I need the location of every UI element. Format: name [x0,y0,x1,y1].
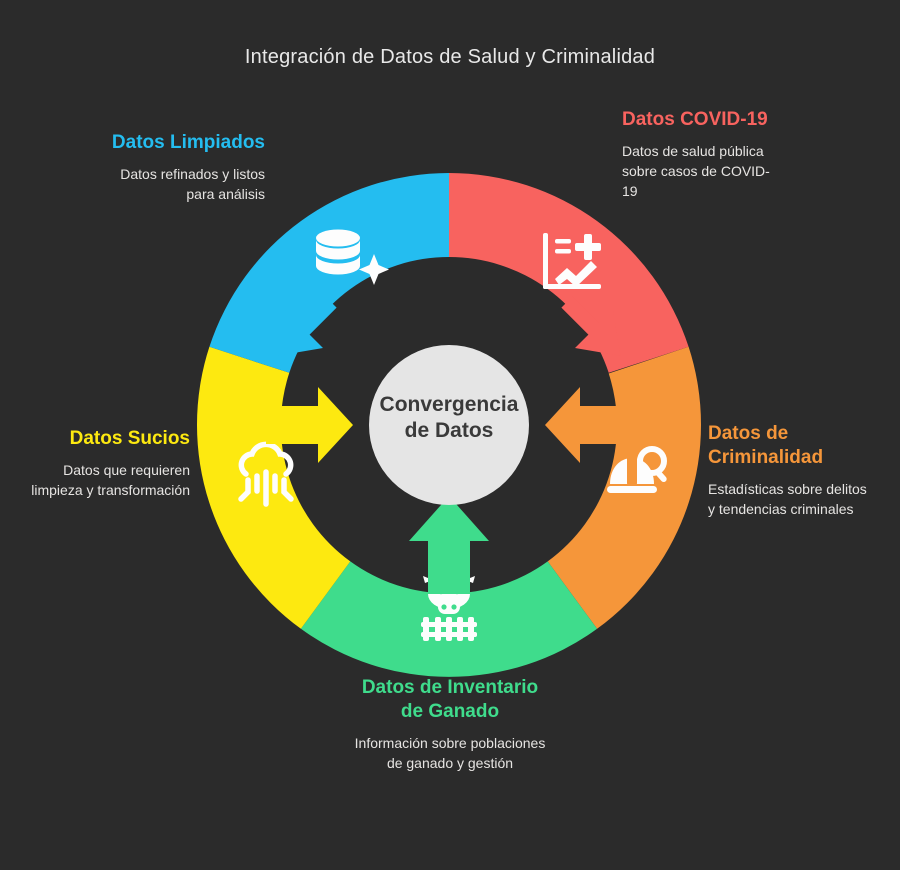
callout-covid-description: Datos de salud pública sobre casos de CO… [622,142,770,199]
callout-ganado[interactable]: Datos de Inventario de Ganado Informació… [350,676,550,774]
arrow-sucios [266,387,353,463]
callout-ganado-description: Información sobre poblaciones de ganado … [354,734,546,771]
center-hub-label-line2: de Datos [405,419,494,442]
health-chart-icon [543,233,601,289]
callout-crime-title: Datos de Criminalidad [708,423,824,468]
segment-covid[interactable] [449,173,689,373]
callout-limpios-description: Datos refinados y listos para análisis [120,165,265,202]
callout-ganado-title: Datos de Inventario de Ganado [361,677,539,722]
callout-crime-description: Estadísticas sobre delitos y tendencias … [708,480,867,517]
center-hub-label-line1: Convergencia [380,393,519,416]
cloud-data-icon [238,441,294,507]
callout-covid[interactable]: Datos COVID-19 Datos de salud pública so… [622,108,772,202]
callout-sucios-title: Datos Sucios [69,428,190,449]
database-sparkle-icon [316,229,389,285]
callout-sucios-description: Datos que requieren limpieza y transform… [31,461,190,498]
segment-crime[interactable] [547,346,702,629]
helmet-search-icon [607,446,667,493]
arrow-ganado [409,496,489,594]
callout-crime[interactable]: Datos de Criminalidad Estadísticas sobre… [708,422,873,520]
arrow-crime [545,387,632,463]
arrow-limpios [277,296,337,356]
callout-covid-title: Datos COVID-19 [622,109,768,130]
arrow-covid [561,296,621,356]
callout-limpios[interactable]: Datos Limpiados Datos refinados y listos… [110,131,265,205]
callout-sucios[interactable]: Datos Sucios Datos que requieren limpiez… [30,427,190,501]
center-hub[interactable] [369,345,529,505]
segment-sucios[interactable] [196,346,351,629]
segment-limpios[interactable] [209,173,449,373]
callout-limpios-title: Datos Limpiados [111,132,265,153]
page-title: Integración de Datos de Salud y Criminal… [244,46,656,68]
